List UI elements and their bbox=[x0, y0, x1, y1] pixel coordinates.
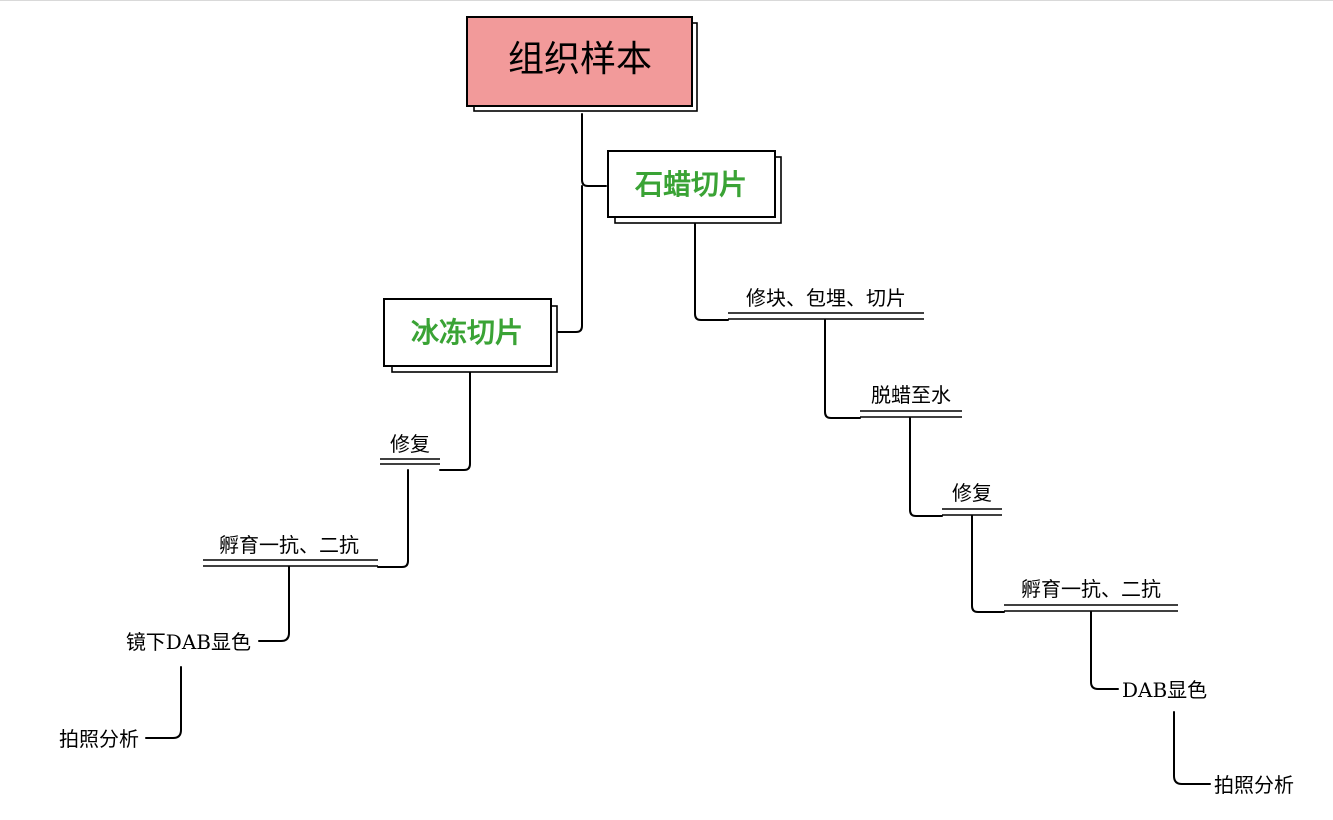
underline-paraffin-incubate bbox=[1004, 604, 1178, 612]
frozen-step-repair: 修复 bbox=[390, 432, 430, 456]
node-frozen: 冰冻切片 bbox=[383, 298, 558, 373]
node-paraffin: 石蜡切片 bbox=[607, 150, 782, 224]
paraffin-step-trim: 修块、包埋、切片 bbox=[746, 286, 906, 310]
frozen-step-incubate: 孵育一抗、二抗 bbox=[219, 533, 359, 557]
node-frozen-box bbox=[383, 298, 552, 367]
connector-dewax-repair bbox=[909, 417, 943, 517]
paraffin-step-photo: 拍照分析 bbox=[1214, 773, 1294, 797]
connector-root-paraffin bbox=[581, 113, 607, 187]
node-root: 组织样本 bbox=[466, 16, 698, 112]
connector-repair-incubate-paraffin bbox=[971, 515, 1005, 613]
node-root-box bbox=[466, 16, 693, 107]
connector-dab-photo bbox=[145, 666, 182, 739]
node-root-label: 组织样本 bbox=[508, 39, 652, 80]
frozen-step-dab: 镜下DAB显色 bbox=[126, 630, 251, 654]
paraffin-step-dab: DAB显色 bbox=[1122, 678, 1207, 702]
paraffin-step-incubate: 孵育一抗、二抗 bbox=[1021, 577, 1161, 601]
underline-frozen-incubate bbox=[203, 559, 378, 567]
connector-dab-photo-paraffin bbox=[1173, 711, 1211, 785]
connector-incubate-dab-paraffin bbox=[1090, 611, 1119, 690]
underline-frozen-repair bbox=[380, 458, 440, 465]
connector-repair-incubate bbox=[377, 469, 409, 568]
underline-paraffin-trim bbox=[728, 312, 924, 320]
connector-root-frozen bbox=[557, 185, 583, 333]
frozen-step-photo: 拍照分析 bbox=[59, 727, 139, 751]
node-paraffin-box bbox=[607, 150, 776, 218]
paraffin-step-dewax: 脱蜡至水 bbox=[871, 383, 951, 407]
underline-paraffin-repair bbox=[942, 508, 1002, 516]
paraffin-step-repair: 修复 bbox=[952, 481, 992, 505]
connector-trim-dewax bbox=[824, 319, 861, 419]
connector-paraffin-trim bbox=[694, 223, 729, 321]
node-frozen-label: 冰冻切片 bbox=[411, 316, 523, 349]
connector-incubate-dab bbox=[258, 566, 290, 642]
underline-paraffin-dewax bbox=[860, 410, 962, 418]
node-paraffin-label: 石蜡切片 bbox=[634, 168, 747, 201]
connector-frozen-repair bbox=[439, 371, 471, 471]
top-border bbox=[0, 0, 1333, 1]
